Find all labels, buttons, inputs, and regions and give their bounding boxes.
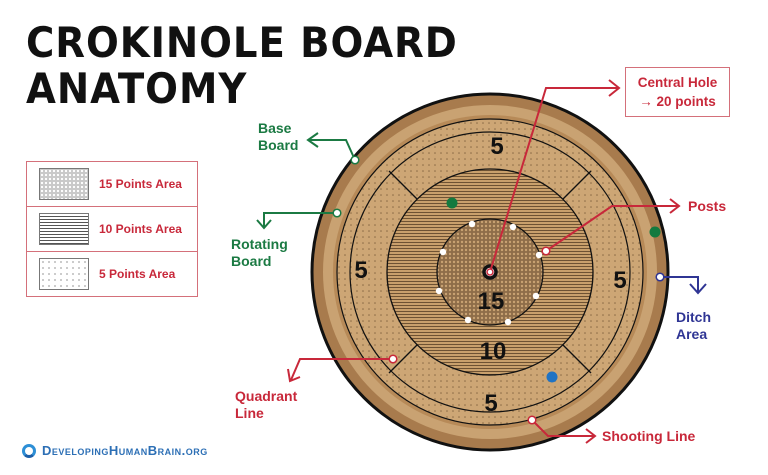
page-title: CROKINOLE BOARD ANATOMY bbox=[26, 20, 458, 112]
score-right: 5 bbox=[613, 267, 627, 294]
legend-item-5: 5 Points Area bbox=[27, 252, 197, 296]
shooting-line-circle bbox=[349, 131, 631, 413]
legend-label: 15 Points Area bbox=[99, 177, 182, 191]
posts-callout bbox=[545, 198, 681, 252]
brain-logo-icon bbox=[22, 443, 36, 458]
dots-swatch-icon bbox=[39, 258, 89, 290]
blue-disc bbox=[546, 371, 558, 383]
title-line-1: CROKINOLE BOARD bbox=[26, 18, 458, 67]
score-ten: 10 bbox=[479, 338, 507, 365]
posts-label: Posts bbox=[688, 198, 727, 214]
legend-item-10: 10 Points Area bbox=[27, 207, 197, 252]
quadrant-line-label: Quadrant Line bbox=[235, 388, 298, 421]
quadrant-line-callout bbox=[287, 358, 393, 383]
rotating-board-label: Rotating Board bbox=[231, 236, 288, 269]
central-hole-callout bbox=[489, 79, 621, 273]
ditch-area-label: Ditch Area bbox=[676, 309, 711, 342]
brand: DevelopingHumanBrain.org bbox=[22, 443, 208, 458]
score-left: 5 bbox=[354, 257, 368, 284]
shooting-line-label: Shooting Line bbox=[602, 428, 696, 444]
base-board-label: Base Board bbox=[258, 120, 299, 153]
central-hole-label: Central Hole → 20 points bbox=[625, 67, 730, 117]
legend-label: 10 Points Area bbox=[99, 222, 182, 236]
green-disc bbox=[446, 197, 458, 209]
rotating-board-callout bbox=[256, 212, 337, 230]
posts bbox=[435, 220, 543, 326]
quadrant-lines bbox=[388, 170, 592, 374]
base-board-callout bbox=[306, 132, 356, 161]
crosshatch-swatch-icon bbox=[39, 168, 89, 200]
legend-item-15: 15 Points Area bbox=[27, 162, 197, 207]
lines-swatch-icon bbox=[39, 213, 89, 245]
legend: 15 Points Area 10 Points Area 5 Points A… bbox=[26, 161, 198, 297]
title-line-2: ANATOMY bbox=[26, 64, 248, 113]
ditch-callout bbox=[660, 276, 707, 295]
legend-label: 5 Points Area bbox=[99, 267, 176, 281]
brand-link[interactable]: DevelopingHumanBrain.org bbox=[42, 443, 208, 458]
shooting-line-callout bbox=[531, 419, 597, 444]
score-bottom: 5 bbox=[484, 390, 498, 417]
green-disc bbox=[649, 226, 661, 238]
score-top: 5 bbox=[490, 133, 504, 160]
score-fifteen: 15 bbox=[477, 288, 505, 315]
